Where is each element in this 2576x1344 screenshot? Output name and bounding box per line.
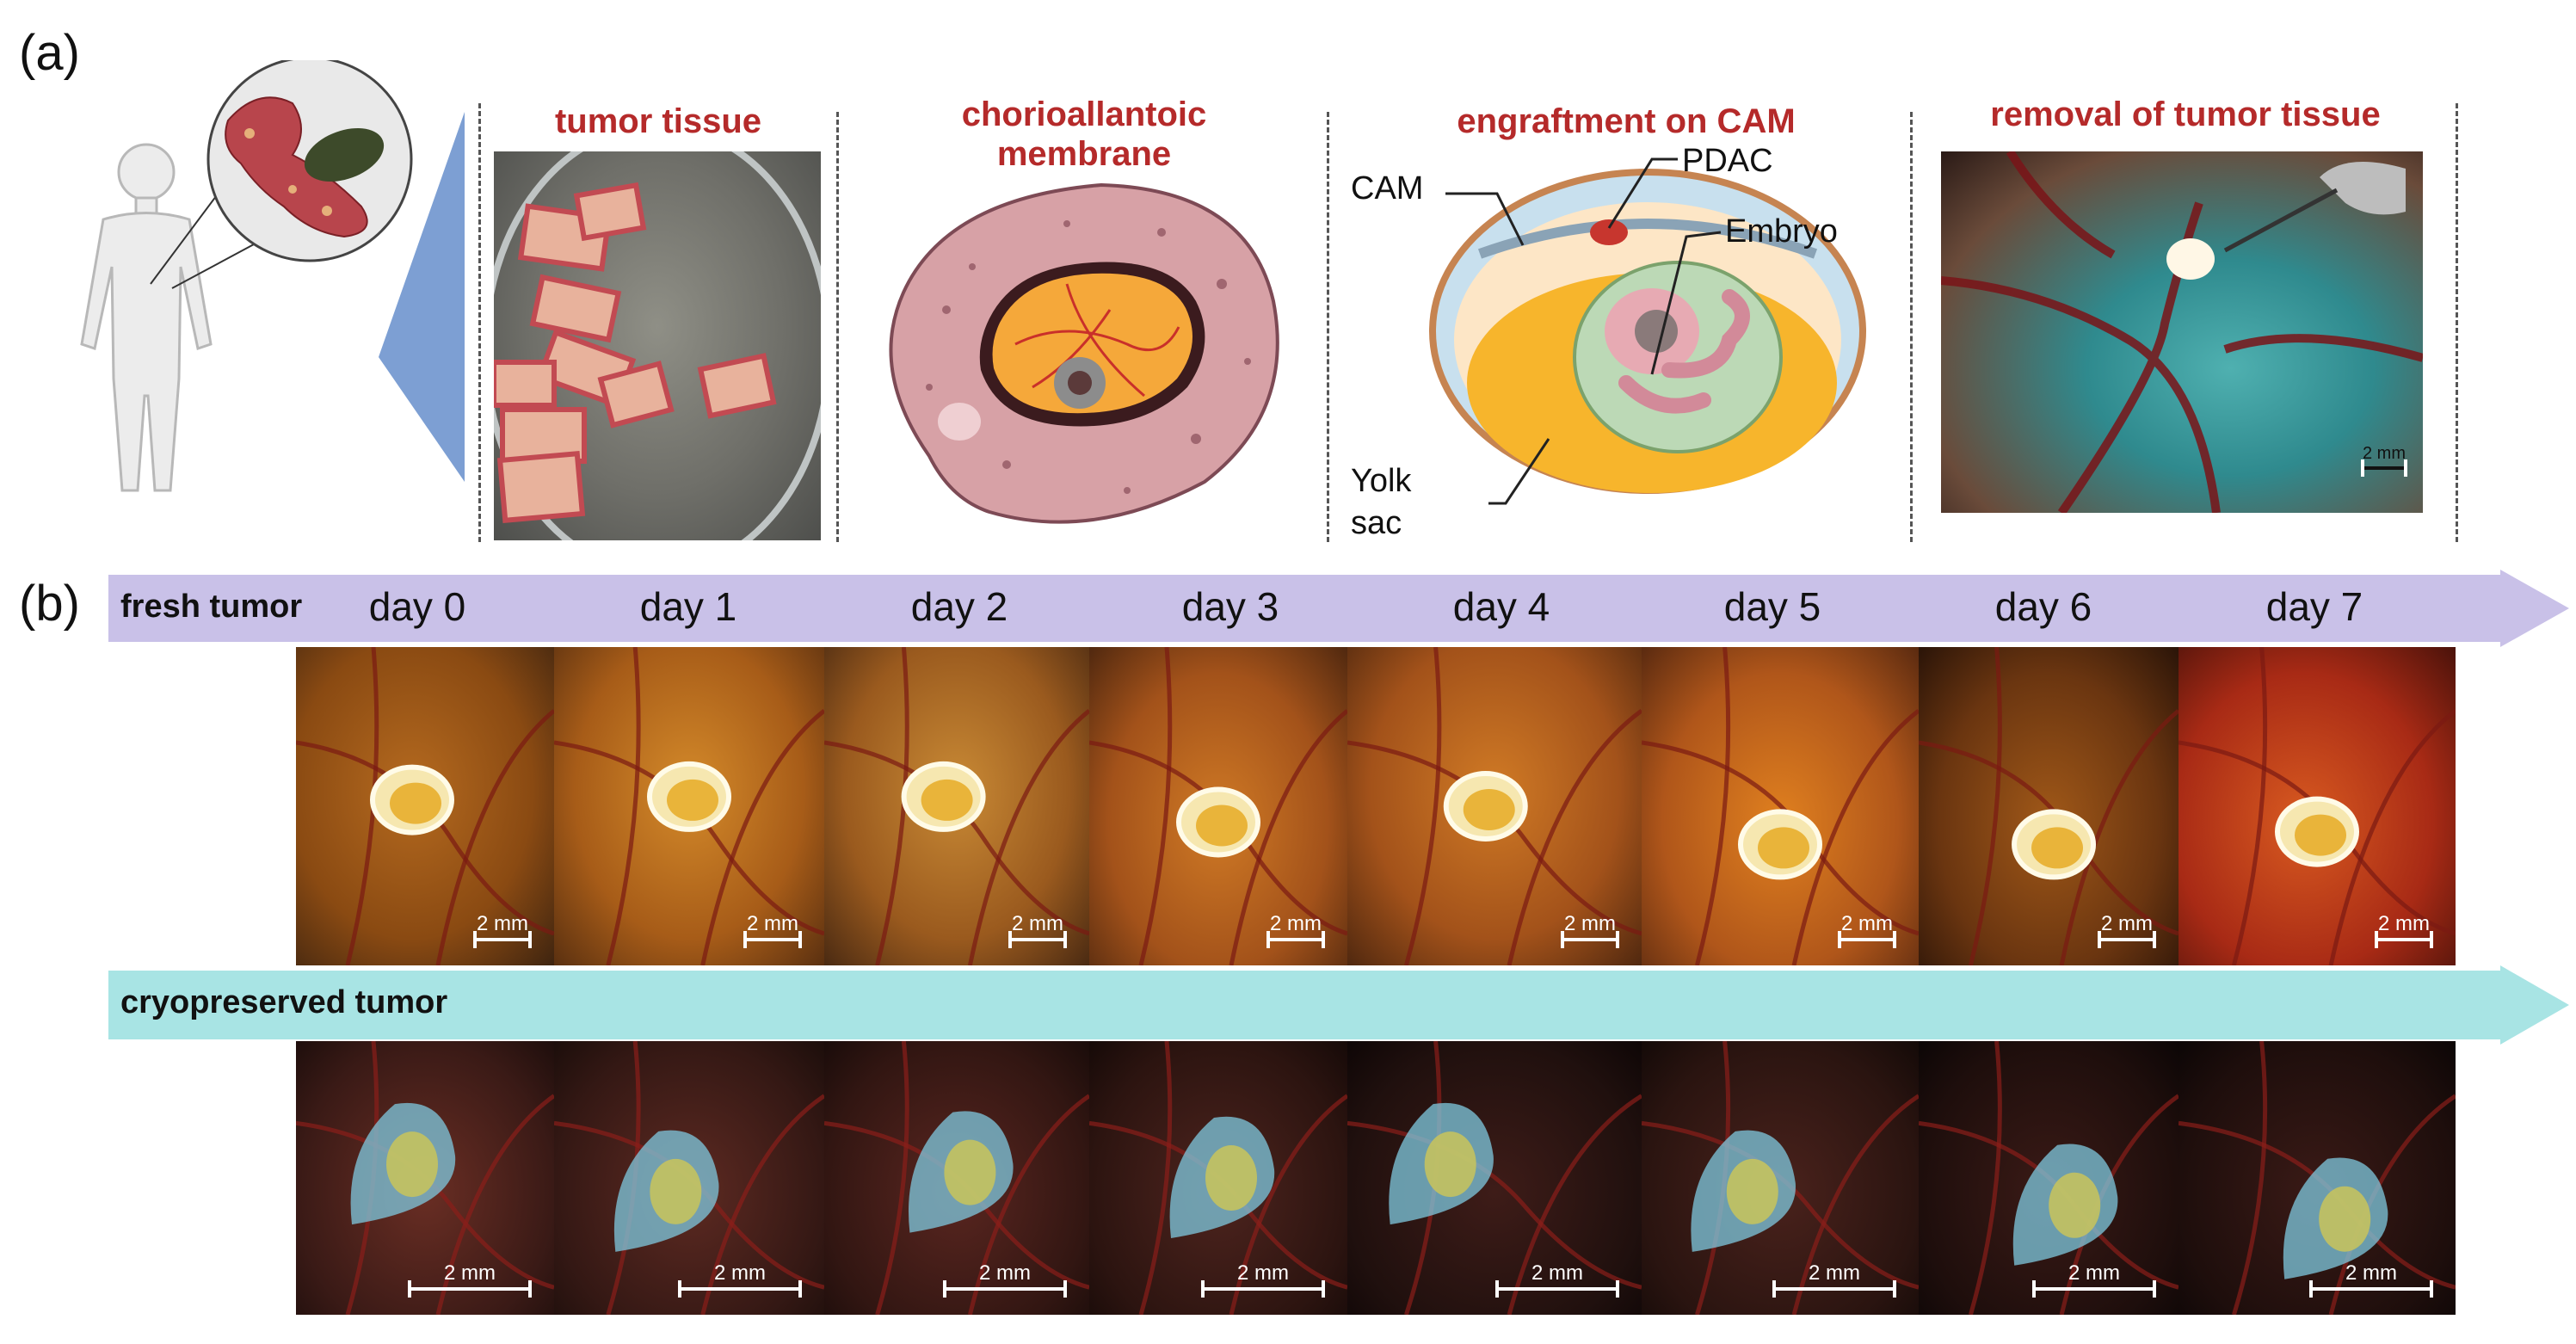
section-title-engraftment: engraftment on CAM xyxy=(1457,102,1796,140)
cryopreserved-tumor-arrow xyxy=(108,965,2569,1045)
fresh-tumor-photo: 2 mm xyxy=(1347,647,1642,965)
scale-bar: 2 mm xyxy=(943,1261,1067,1298)
day-label: day 5 xyxy=(1723,584,1821,629)
scale-bar-label: 2 mm xyxy=(1841,912,1893,935)
fresh-tumor-photo: 2 mm xyxy=(1919,647,2179,965)
fresh-tumor-photo: 2 mm xyxy=(296,647,554,965)
scale-bar-label: 2 mm xyxy=(1809,1261,1860,1285)
scale-bar-label: 2 mm xyxy=(1270,912,1322,935)
label-embryo: Embryo xyxy=(1725,213,1838,250)
engraftment-egg-illustration xyxy=(1429,157,1866,505)
scale-bar: 2 mm xyxy=(1008,912,1067,948)
fresh-tumor-arrow xyxy=(108,570,2569,647)
fresh-tumor-photo: 2 mm xyxy=(554,647,824,965)
scale-bar: 2 mm xyxy=(678,1261,802,1298)
cryo-tumor-photo: 2 mm xyxy=(296,1041,554,1315)
section-title-removal: removal of tumor tissue xyxy=(1990,96,2381,133)
scale-bar: 2 mm xyxy=(1772,1261,1896,1298)
cam-egg-illustration xyxy=(889,182,1279,524)
scale-bar: 2 mm xyxy=(2032,1261,2156,1298)
day-label: day 0 xyxy=(368,584,466,629)
scale-bar-label: 2 mm xyxy=(2068,1261,2120,1285)
fresh-tumor-photo: 2 mm xyxy=(2179,647,2456,965)
scale-bar-label: 2 mm xyxy=(2363,444,2406,463)
scale-bar: 2 mm xyxy=(473,912,532,948)
day-label: day 7 xyxy=(2265,584,2363,629)
cryo-tumor-photo: 2 mm xyxy=(2179,1041,2456,1315)
section-title-cam: chorioallantoic membrane xyxy=(961,96,1207,173)
scale-bar-label: 2 mm xyxy=(2345,1261,2397,1285)
separator-line xyxy=(1910,112,1913,542)
scale-bar-label: 2 mm xyxy=(1531,1261,1583,1285)
cryo-tumor-photo: 2 mm xyxy=(1642,1041,1919,1315)
scale-bar-label: 2 mm xyxy=(2101,912,2153,935)
scale-bar: 2 mm xyxy=(408,1261,532,1298)
cryo-tumor-photo: 2 mm xyxy=(554,1041,824,1315)
scale-bar: 2 mm xyxy=(1201,1261,1325,1298)
human-figure-illustration xyxy=(80,60,413,492)
section-title-tumor-tissue: tumor tissue xyxy=(554,102,762,140)
day-label: day 1 xyxy=(639,584,737,629)
separator-line xyxy=(2456,103,2458,542)
panel-a-label: (a) xyxy=(19,25,80,81)
tumor-tissue-photo xyxy=(494,151,821,540)
scale-bar-label: 2 mm xyxy=(477,912,528,935)
scale-bar-label: 2 mm xyxy=(979,1261,1031,1285)
removal-photo: 2 mm xyxy=(1941,151,2423,513)
separator-line xyxy=(1327,112,1329,542)
scale-bar: 2 mm xyxy=(2375,912,2433,948)
scale-bar-label: 2 mm xyxy=(714,1261,766,1285)
scale-bar-label: 2 mm xyxy=(1012,912,1063,935)
separator-line xyxy=(836,112,839,542)
scale-bar: 2 mm xyxy=(1561,912,1619,948)
cryo-tumor-photo: 2 mm xyxy=(1919,1041,2179,1315)
cryo-tumor-photo: 2 mm xyxy=(1089,1041,1347,1315)
cryo-tumor-photo: 2 mm xyxy=(824,1041,1089,1315)
cryopreserved-tumor-label: cryopreserved tumor xyxy=(120,984,448,1020)
scale-bar: 2 mm xyxy=(743,912,802,948)
label-cam: CAM xyxy=(1351,170,1424,207)
scale-bar: 2 mm xyxy=(1838,912,1896,948)
fresh-tumor-label: fresh tumor xyxy=(120,589,303,625)
day-label: day 4 xyxy=(1452,584,1550,629)
day-label: day 6 xyxy=(1994,584,2092,629)
label-yolk-sac: Yolk sac xyxy=(1351,463,1412,542)
label-pdac: PDAC xyxy=(1682,143,1773,179)
cryo-tumor-photo: 2 mm xyxy=(1347,1041,1642,1315)
scale-bar-label: 2 mm xyxy=(444,1261,496,1285)
zoom-wedge-graphic xyxy=(379,112,465,482)
scale-bar-label: 2 mm xyxy=(1237,1261,1289,1285)
panel-b-label: (b) xyxy=(19,576,80,632)
day-label: day 2 xyxy=(910,584,1008,629)
scale-bar-label: 2 mm xyxy=(747,912,798,935)
separator-line xyxy=(478,103,481,542)
scale-bar: 2 mm xyxy=(2361,441,2407,477)
scale-bar-label: 2 mm xyxy=(2378,912,2430,935)
fresh-tumor-photo: 2 mm xyxy=(1642,647,1919,965)
scale-bar-label: 2 mm xyxy=(1564,912,1616,935)
day-label: day 3 xyxy=(1181,584,1279,629)
scale-bar: 2 mm xyxy=(2309,1261,2433,1298)
fresh-tumor-photo: 2 mm xyxy=(1089,647,1347,965)
scale-bar: 2 mm xyxy=(2098,912,2156,948)
fresh-tumor-photo: 2 mm xyxy=(824,647,1089,965)
scale-bar: 2 mm xyxy=(1266,912,1325,948)
scale-bar: 2 mm xyxy=(1495,1261,1619,1298)
